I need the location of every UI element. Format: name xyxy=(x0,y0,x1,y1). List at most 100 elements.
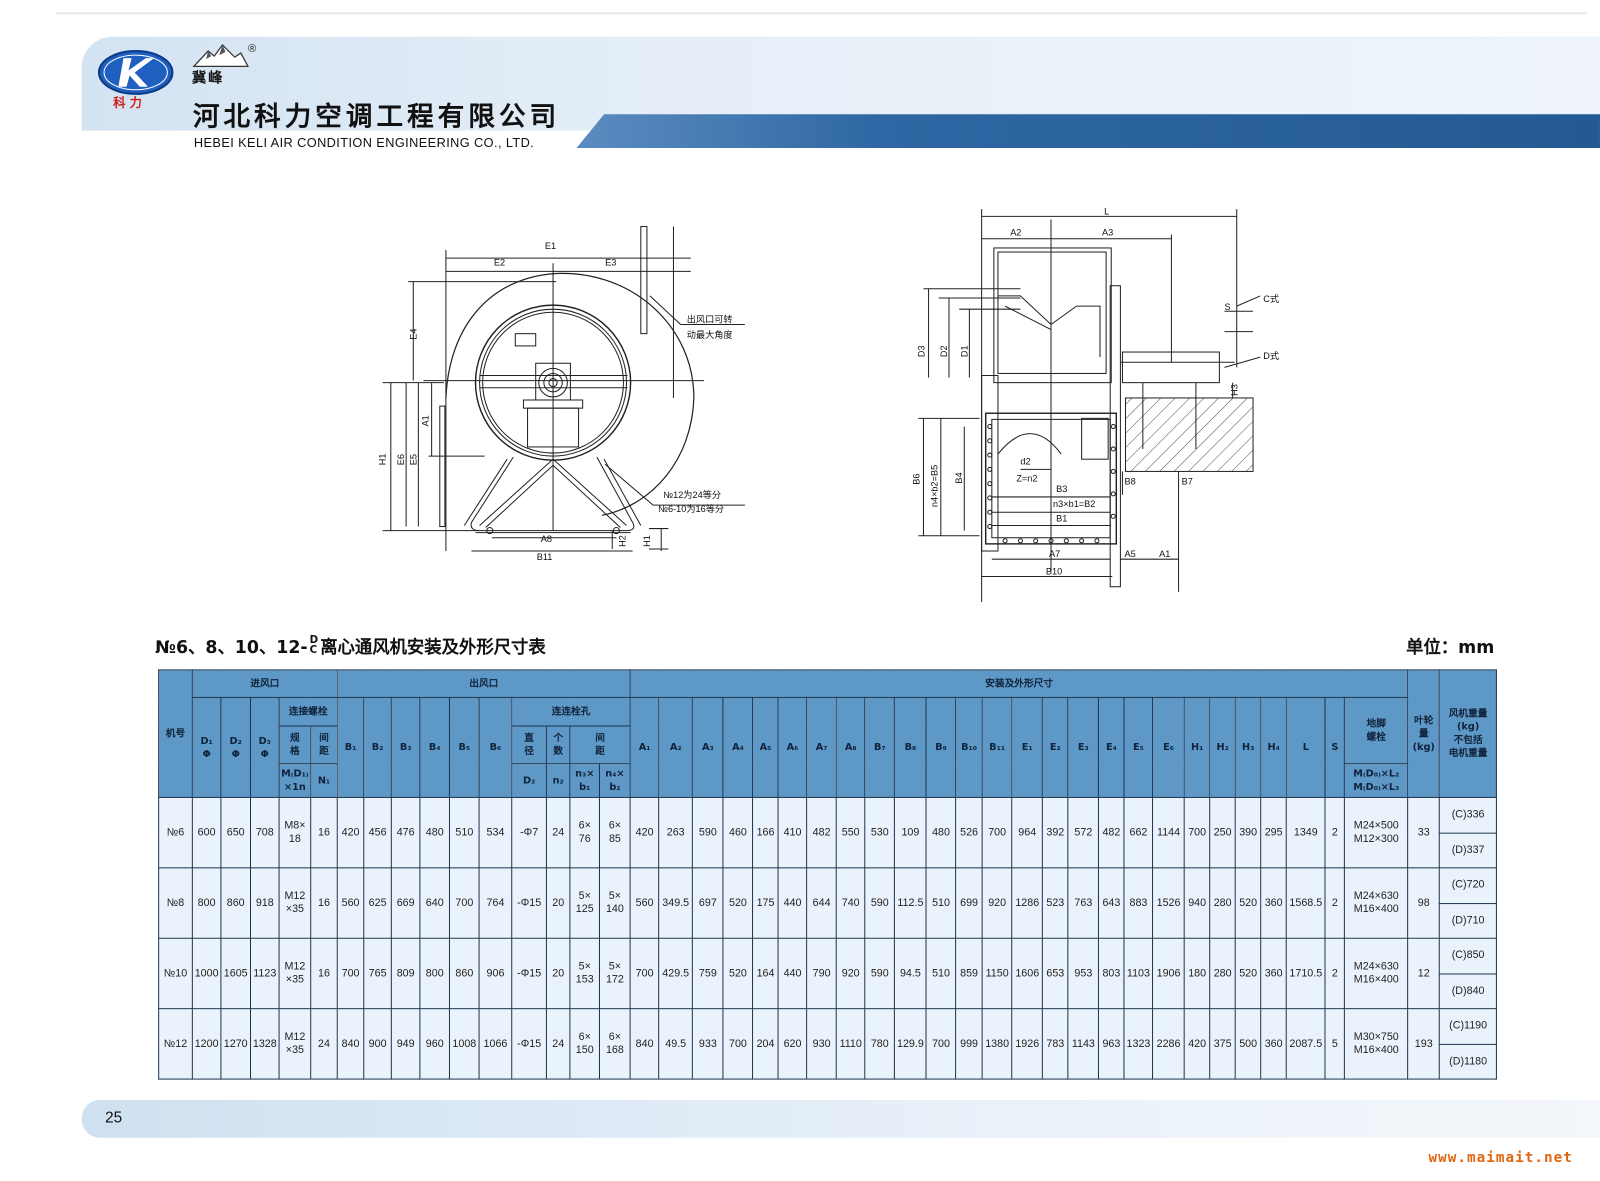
cell-hole-count: 20 xyxy=(545,867,571,939)
dim-label-a5: A5 xyxy=(1124,549,1135,559)
cell-outlet-dim: 840 xyxy=(336,1008,365,1080)
cell-install-dim: 482 xyxy=(806,796,837,869)
dim-label-a7: A7 xyxy=(1049,549,1060,559)
cell-install-dim: 204 xyxy=(752,1008,779,1080)
cell-bolt-spec: M12 ×35 xyxy=(278,1008,312,1080)
cell-install-dim: 109 xyxy=(894,796,927,869)
header-dim-col: S xyxy=(1324,696,1346,798)
cell-inlet-dim: 650 xyxy=(220,796,252,869)
cell-install-dim: 1906 xyxy=(1152,937,1185,1010)
cell-inlet-dim: 708 xyxy=(249,796,280,869)
dim-label-b6: B6 xyxy=(911,473,921,484)
company-name-en: HEBEI KELI AIR CONDITION ENGINEERING CO.… xyxy=(193,135,535,150)
cell-impeller-weight: 33 xyxy=(1407,796,1441,869)
dim-label-h1-base: H1 xyxy=(642,535,652,547)
cell-outlet-dim: 949 xyxy=(390,1008,421,1080)
cell-install-dim: 523 xyxy=(1042,867,1069,939)
cell-install-dim: 129.9 xyxy=(894,1008,927,1080)
header-dim-col: H₄ xyxy=(1260,696,1287,798)
footer-band xyxy=(81,1099,1600,1138)
dimension-table: 机号进风口出风口安装及外形尺寸叶轮 量 (kg)风机重量 (kg) 不包括 电机… xyxy=(158,669,1498,1080)
cell-outlet-dim: 764 xyxy=(478,867,513,939)
dim-label-h2: H2 xyxy=(618,535,628,547)
cell-install-dim: 390 xyxy=(1234,796,1262,869)
header-hole-pitch2-sub: n₄× b₂ xyxy=(599,763,631,798)
cell-install-dim: 1349 xyxy=(1285,796,1326,869)
header-dim-col: B₉ xyxy=(925,696,957,798)
cell-outlet-dim: 960 xyxy=(419,1008,451,1080)
cell-outlet-dim: 860 xyxy=(449,937,480,1010)
cell-install-dim: 482 xyxy=(1098,796,1125,869)
cell-install-dim: 392 xyxy=(1042,796,1069,869)
cell-install-dim: 440 xyxy=(777,937,808,1010)
header-dim-col: A₅ xyxy=(752,696,779,798)
cell-impeller-weight: 193 xyxy=(1407,1008,1441,1080)
cell-install-dim: 5 xyxy=(1324,1008,1346,1080)
dim-label-b11: B11 xyxy=(537,552,553,562)
cell-install-dim: 700 xyxy=(981,796,1013,869)
cell-install-dim: 420 xyxy=(629,796,660,869)
watermark: www.maimait.net xyxy=(1428,1149,1573,1167)
cell-install-dim: 250 xyxy=(1209,796,1236,869)
table-row: (D)710 xyxy=(159,902,1498,939)
cell-install-dim: 700 xyxy=(722,1008,754,1080)
cell-install-dim: 1926 xyxy=(1011,1008,1044,1080)
cell-outlet-dim: 534 xyxy=(478,796,513,869)
cell-install-dim: 526 xyxy=(955,796,983,869)
cell-install-dim: 590 xyxy=(864,867,896,939)
header-row: 机号进风口出风口安装及外形尺寸叶轮 量 (kg)风机重量 (kg) 不包括 电机… xyxy=(158,669,1498,798)
cell-inlet-dim: 1605 xyxy=(220,937,252,1010)
cell-install-dim: 520 xyxy=(722,867,754,939)
cell-install-dim: 1526 xyxy=(1152,867,1185,939)
header-hole-diameter: 直 径 xyxy=(511,725,547,765)
cell-install-dim: 500 xyxy=(1234,1008,1262,1080)
label-type-d: D式 xyxy=(1263,350,1279,361)
header-dim-col: B₁₁ xyxy=(981,696,1013,798)
cell-install-dim: 1144 xyxy=(1152,796,1185,869)
header-dim-col: H₂ xyxy=(1209,696,1236,798)
label-d2-small: d2 xyxy=(1020,456,1030,466)
cell-install-dim: 375 xyxy=(1209,1008,1236,1080)
header-outlet-col: B₂ xyxy=(363,696,392,798)
unit-label: 单位：mm xyxy=(1406,637,1495,659)
cell-install-dim: 953 xyxy=(1067,937,1100,1010)
cell-install-dim: 94.5 xyxy=(894,937,927,1010)
cell-install-dim: 349.5 xyxy=(658,867,694,939)
cell-install-dim: 1103 xyxy=(1123,937,1154,1010)
dim-label-e6: E6 xyxy=(396,454,406,465)
cell-install-dim: 510 xyxy=(925,867,957,939)
header-anchor-bolt: 地脚 螺栓 xyxy=(1344,696,1409,765)
dim-label-l: L xyxy=(1104,206,1109,216)
front-view-drawing: E1 E2 E3 E4 A1 H1 E6 E5 A8 B11 H2 H1 出风口… xyxy=(378,226,745,562)
cell-install-dim: 480 xyxy=(925,796,957,869)
cell-hole-pitch1: 5× 125 xyxy=(569,867,601,939)
header-dim-col: A₂ xyxy=(658,696,694,798)
header-dim-col: A₄ xyxy=(722,696,754,798)
cell-outlet-dim: 456 xyxy=(363,796,392,869)
dim-label-a3: A3 xyxy=(1102,228,1113,238)
header-dim-col: B₈ xyxy=(894,696,927,798)
type-stack: D C xyxy=(310,635,318,655)
cell-outlet-dim: 809 xyxy=(390,937,421,1010)
cell-install-dim: 295 xyxy=(1260,796,1287,869)
cell-inlet-dim: 600 xyxy=(191,796,222,869)
cell-install-dim: 460 xyxy=(722,796,754,869)
cell-bolt-pitch: 24 xyxy=(310,1008,338,1080)
cell-install-dim: 883 xyxy=(1123,867,1154,939)
header-inlet-col: D₁ Φ xyxy=(191,696,222,798)
cell-hole-pitch1: 6× 150 xyxy=(569,1008,601,1080)
table-title-prefix: №6、8、10、12- xyxy=(155,637,308,659)
cell-model: №10 xyxy=(158,937,193,1010)
table-row: (D)337 xyxy=(159,832,1498,869)
cell-install-dim: 180 xyxy=(1183,937,1211,1010)
header-inlet-col: D₃ Φ xyxy=(249,696,280,798)
cell-inlet-dim: 800 xyxy=(191,867,222,939)
cell-install-dim: 510 xyxy=(925,937,957,1010)
table-title-suffix: 离心通风机安装及外形尺寸表 xyxy=(320,637,546,659)
cell-outlet-dim: 800 xyxy=(419,937,451,1010)
cell-install-dim: 620 xyxy=(777,1008,808,1080)
